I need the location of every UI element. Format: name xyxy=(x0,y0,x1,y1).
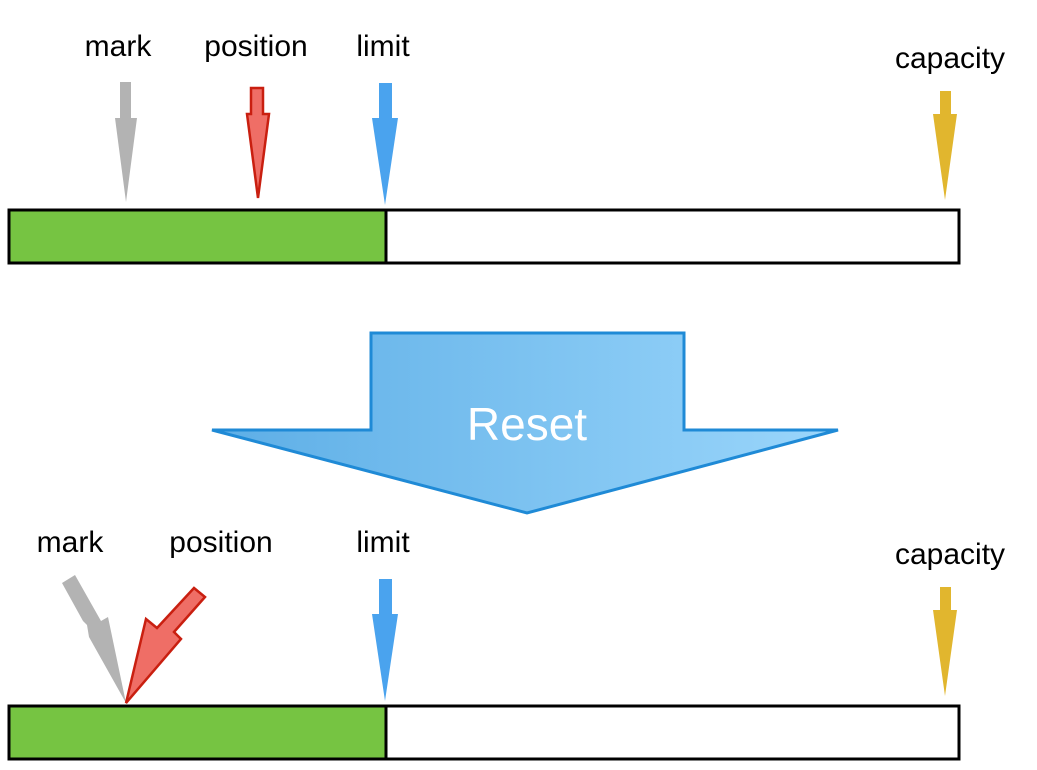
buffer-state-after: mark position limit capacity xyxy=(7,526,1005,761)
limit-arrow-icon xyxy=(372,83,398,205)
position-arrow-icon xyxy=(124,586,207,704)
limit-arrow-icon xyxy=(372,579,398,701)
buffer-filled-region xyxy=(7,704,388,761)
mark-label: mark xyxy=(37,526,105,559)
capacity-label: capacity xyxy=(895,42,1005,75)
position-arrow-icon xyxy=(245,86,271,199)
capacity-label: capacity xyxy=(895,538,1005,571)
reset-label: Reset xyxy=(467,398,587,450)
position-label: position xyxy=(169,526,272,559)
mark-arrow-icon xyxy=(62,575,126,703)
limit-label: limit xyxy=(356,30,410,63)
buffer-state-before: mark position limit capacity xyxy=(7,30,1005,265)
position-label: position xyxy=(204,30,307,63)
mark-arrow-icon xyxy=(115,82,137,202)
down-arrow-icon xyxy=(211,331,839,515)
reset-action: Reset xyxy=(211,331,839,515)
mark-label: mark xyxy=(85,30,153,63)
limit-label: limit xyxy=(356,526,410,559)
buffer-filled-region xyxy=(7,208,388,265)
capacity-arrow-icon xyxy=(933,91,957,200)
capacity-arrow-icon xyxy=(933,587,957,696)
